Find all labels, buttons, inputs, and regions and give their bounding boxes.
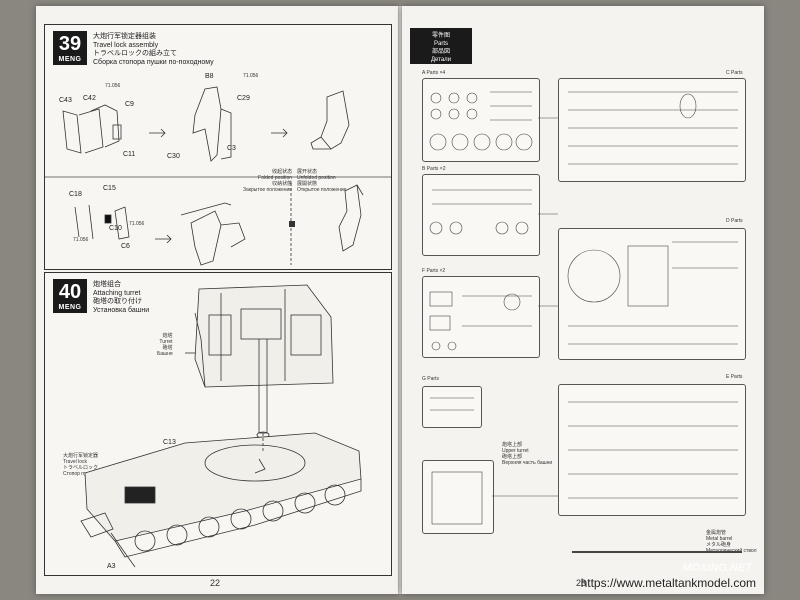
- caption-jp: 展開状態: [297, 181, 318, 187]
- step-39-panel: 39 MENG 大炮行军锁定器组装 Travel lock assembly ト…: [44, 24, 392, 270]
- caption-ru: Верхняя часть башни: [502, 460, 553, 466]
- part-label: A3: [107, 563, 116, 570]
- caption-en: Turret: [159, 339, 173, 345]
- parts-drawing: [429, 91, 742, 553]
- sprue-label: G Parts: [422, 376, 439, 382]
- part-label: C6: [121, 243, 130, 250]
- step-40-panel: 40 MENG 炮塔组合 Attaching turret 砲塔の取り付け Ус…: [44, 272, 392, 576]
- caption-cn: 收起状态: [272, 169, 293, 175]
- sprue-label: A Parts ×4: [422, 70, 446, 76]
- header-cn: 零件图: [431, 33, 450, 39]
- caption-cn: 炮塔: [162, 333, 173, 339]
- caption-en: Folded position: [258, 175, 293, 181]
- book-gutter: [398, 6, 402, 594]
- header-ru: Детали: [430, 57, 452, 63]
- sprue-f: [422, 276, 540, 358]
- caption-cn: 炮塔上部: [502, 442, 523, 448]
- caption-ru: Башня: [157, 351, 173, 357]
- part-label: C42: [83, 95, 96, 102]
- sprue-label: F Parts ×2: [422, 268, 446, 274]
- caption-jp: 砲塔: [162, 345, 173, 351]
- caption-en: Unfolded position: [297, 175, 336, 181]
- step-40-badge: 40 MENG: [53, 279, 87, 313]
- paint-code: 71.056: [105, 83, 121, 89]
- title-ru: Установка башни: [93, 306, 150, 314]
- right-page: 零件图 Parts 部品図 Детали A Parts ×4 B Parts …: [402, 6, 764, 594]
- step-number: 40: [58, 281, 82, 303]
- sprue-label: D Parts: [726, 218, 743, 224]
- part-label: C30: [167, 153, 180, 160]
- part-label: C43: [59, 97, 72, 104]
- left-page: 39 MENG 大炮行军锁定器组装 Travel lock assembly ト…: [36, 6, 398, 594]
- page-number: 23: [576, 578, 587, 588]
- caption-jp: 砲塔上部: [502, 454, 523, 460]
- watermark-logo: MOXING.NET: [682, 562, 752, 574]
- part-label: C11: [123, 151, 136, 158]
- unfolded-position-caption: 展开状态 Unfolded position 展開状態 Открытое пол…: [297, 169, 346, 193]
- upper-turret-caption: 炮塔上部 Upper turret 砲塔上部 Верхняя часть баш…: [502, 442, 552, 466]
- step-39-title: 大炮行军锁定器组装 Travel lock assembly トラベルロックの組…: [93, 33, 214, 67]
- part-label: C3: [227, 145, 236, 152]
- header-en: Parts: [433, 41, 448, 47]
- title-en: Travel lock assembly: [93, 41, 159, 49]
- parts-header: 零件图 Parts 部品図 Детали: [410, 28, 472, 64]
- paint-code: 71.056: [243, 73, 259, 79]
- caption-cn: 大炮行军锁定器: [63, 453, 99, 459]
- part-label: C18: [69, 191, 82, 198]
- paint-code: 71.056: [73, 237, 89, 243]
- step-40-drawing: [80, 284, 362, 568]
- part-label: C15: [103, 185, 116, 192]
- page-number: 22: [210, 578, 221, 588]
- caption-jp: トラベルロック: [63, 465, 99, 471]
- title-ru: Сборка стопора пушки по-походному: [93, 58, 214, 66]
- sprue-label: E Parts: [726, 374, 743, 380]
- header-jp: 部品図: [431, 49, 450, 55]
- caption-cn: 金属炮管: [706, 530, 727, 536]
- caption-en: Metal barrel: [706, 536, 733, 542]
- caption-en: Upper turret: [502, 448, 529, 454]
- caption-jp: メタル砲身: [706, 542, 732, 548]
- paint-code: 71.056: [129, 221, 145, 227]
- brand-logo: MENG: [58, 304, 82, 311]
- step-number: 39: [58, 33, 82, 55]
- sprue-label: B Parts ×2: [422, 166, 446, 172]
- step-39-drawing: [45, 86, 391, 266]
- step-40-title: 炮塔组合 Attaching turret 砲塔の取り付け Установка …: [93, 281, 149, 315]
- sprue-d: [558, 228, 746, 360]
- folded-position-caption: 收起状态 Folded position 収納状態 Закрытое полож…: [243, 169, 292, 193]
- sprue-c: [558, 78, 746, 182]
- title-en: Attaching turret: [93, 289, 141, 297]
- title-cn: 大炮行军锁定器组装: [93, 33, 156, 40]
- title-cn: 炮塔组合: [93, 281, 121, 288]
- part-label: C10: [109, 225, 122, 232]
- part-label: B8: [205, 73, 214, 80]
- caption-ru: Открытое положение: [297, 187, 347, 193]
- part-label: C29: [237, 95, 250, 102]
- turret-caption: 炮塔 Turret 砲塔 Башня: [157, 333, 173, 357]
- sprue-label: C Parts: [726, 70, 743, 76]
- caption-cn: 展开状态: [297, 169, 318, 175]
- part-label: C13: [163, 439, 176, 446]
- brand-logo: MENG: [58, 56, 82, 63]
- part-label: C9: [125, 101, 134, 108]
- sprue-b: [422, 174, 540, 256]
- sprue-g: [422, 386, 482, 428]
- step-39-badge: 39 MENG: [53, 31, 87, 65]
- watermark-url: https://www.metaltankmodel.com: [580, 576, 756, 590]
- caption-en: Travel lock: [63, 459, 87, 465]
- caption-ru: Закрытое положение: [243, 187, 293, 193]
- title-jp: トラベルロックの組み立て: [93, 50, 177, 57]
- caption-jp: 収納状態: [272, 181, 293, 187]
- title-jp: 砲塔の取り付け: [93, 298, 142, 305]
